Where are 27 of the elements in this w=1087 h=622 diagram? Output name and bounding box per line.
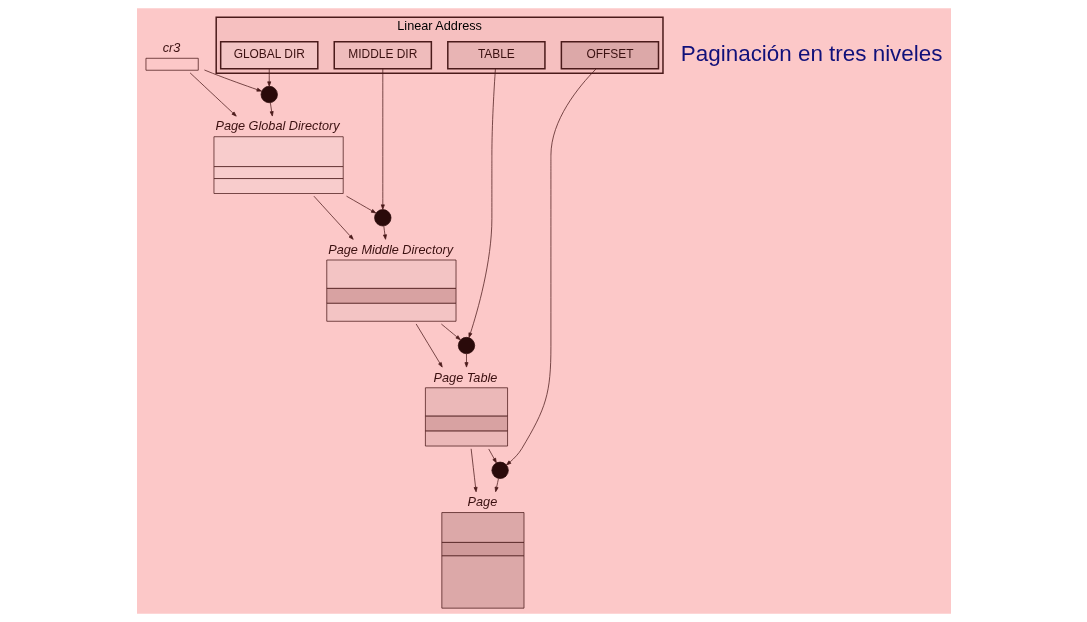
arrow (382, 225, 387, 240)
label: Paginación en tres niveles (680, 40, 942, 66)
node-label: cr3 (162, 41, 180, 56)
node-label: Page Table (433, 370, 497, 385)
node-circle (373, 209, 391, 227)
node-label: Page Global Directory (214, 119, 340, 134)
arrow (468, 68, 496, 338)
arrow (464, 353, 468, 368)
node-box: TABLE (446, 41, 546, 70)
arrow (345, 195, 376, 214)
node-label: Page (467, 495, 497, 510)
node-box: GLOBAL DIR (219, 41, 319, 70)
arrow (505, 68, 596, 466)
node-label: Page Middle Directory (327, 242, 453, 257)
arrow (269, 102, 274, 117)
arrow (189, 72, 237, 117)
arrow (203, 69, 262, 92)
arrow (266, 68, 271, 87)
node-box: MIDDLE DIR (333, 41, 432, 70)
arrow (440, 323, 461, 341)
arrow (487, 448, 497, 464)
node-box: OFFSET (560, 41, 659, 70)
arrow (415, 323, 443, 368)
node-circle (260, 85, 278, 104)
arrow (380, 68, 385, 210)
arrow (470, 448, 478, 493)
arrow (494, 478, 499, 493)
